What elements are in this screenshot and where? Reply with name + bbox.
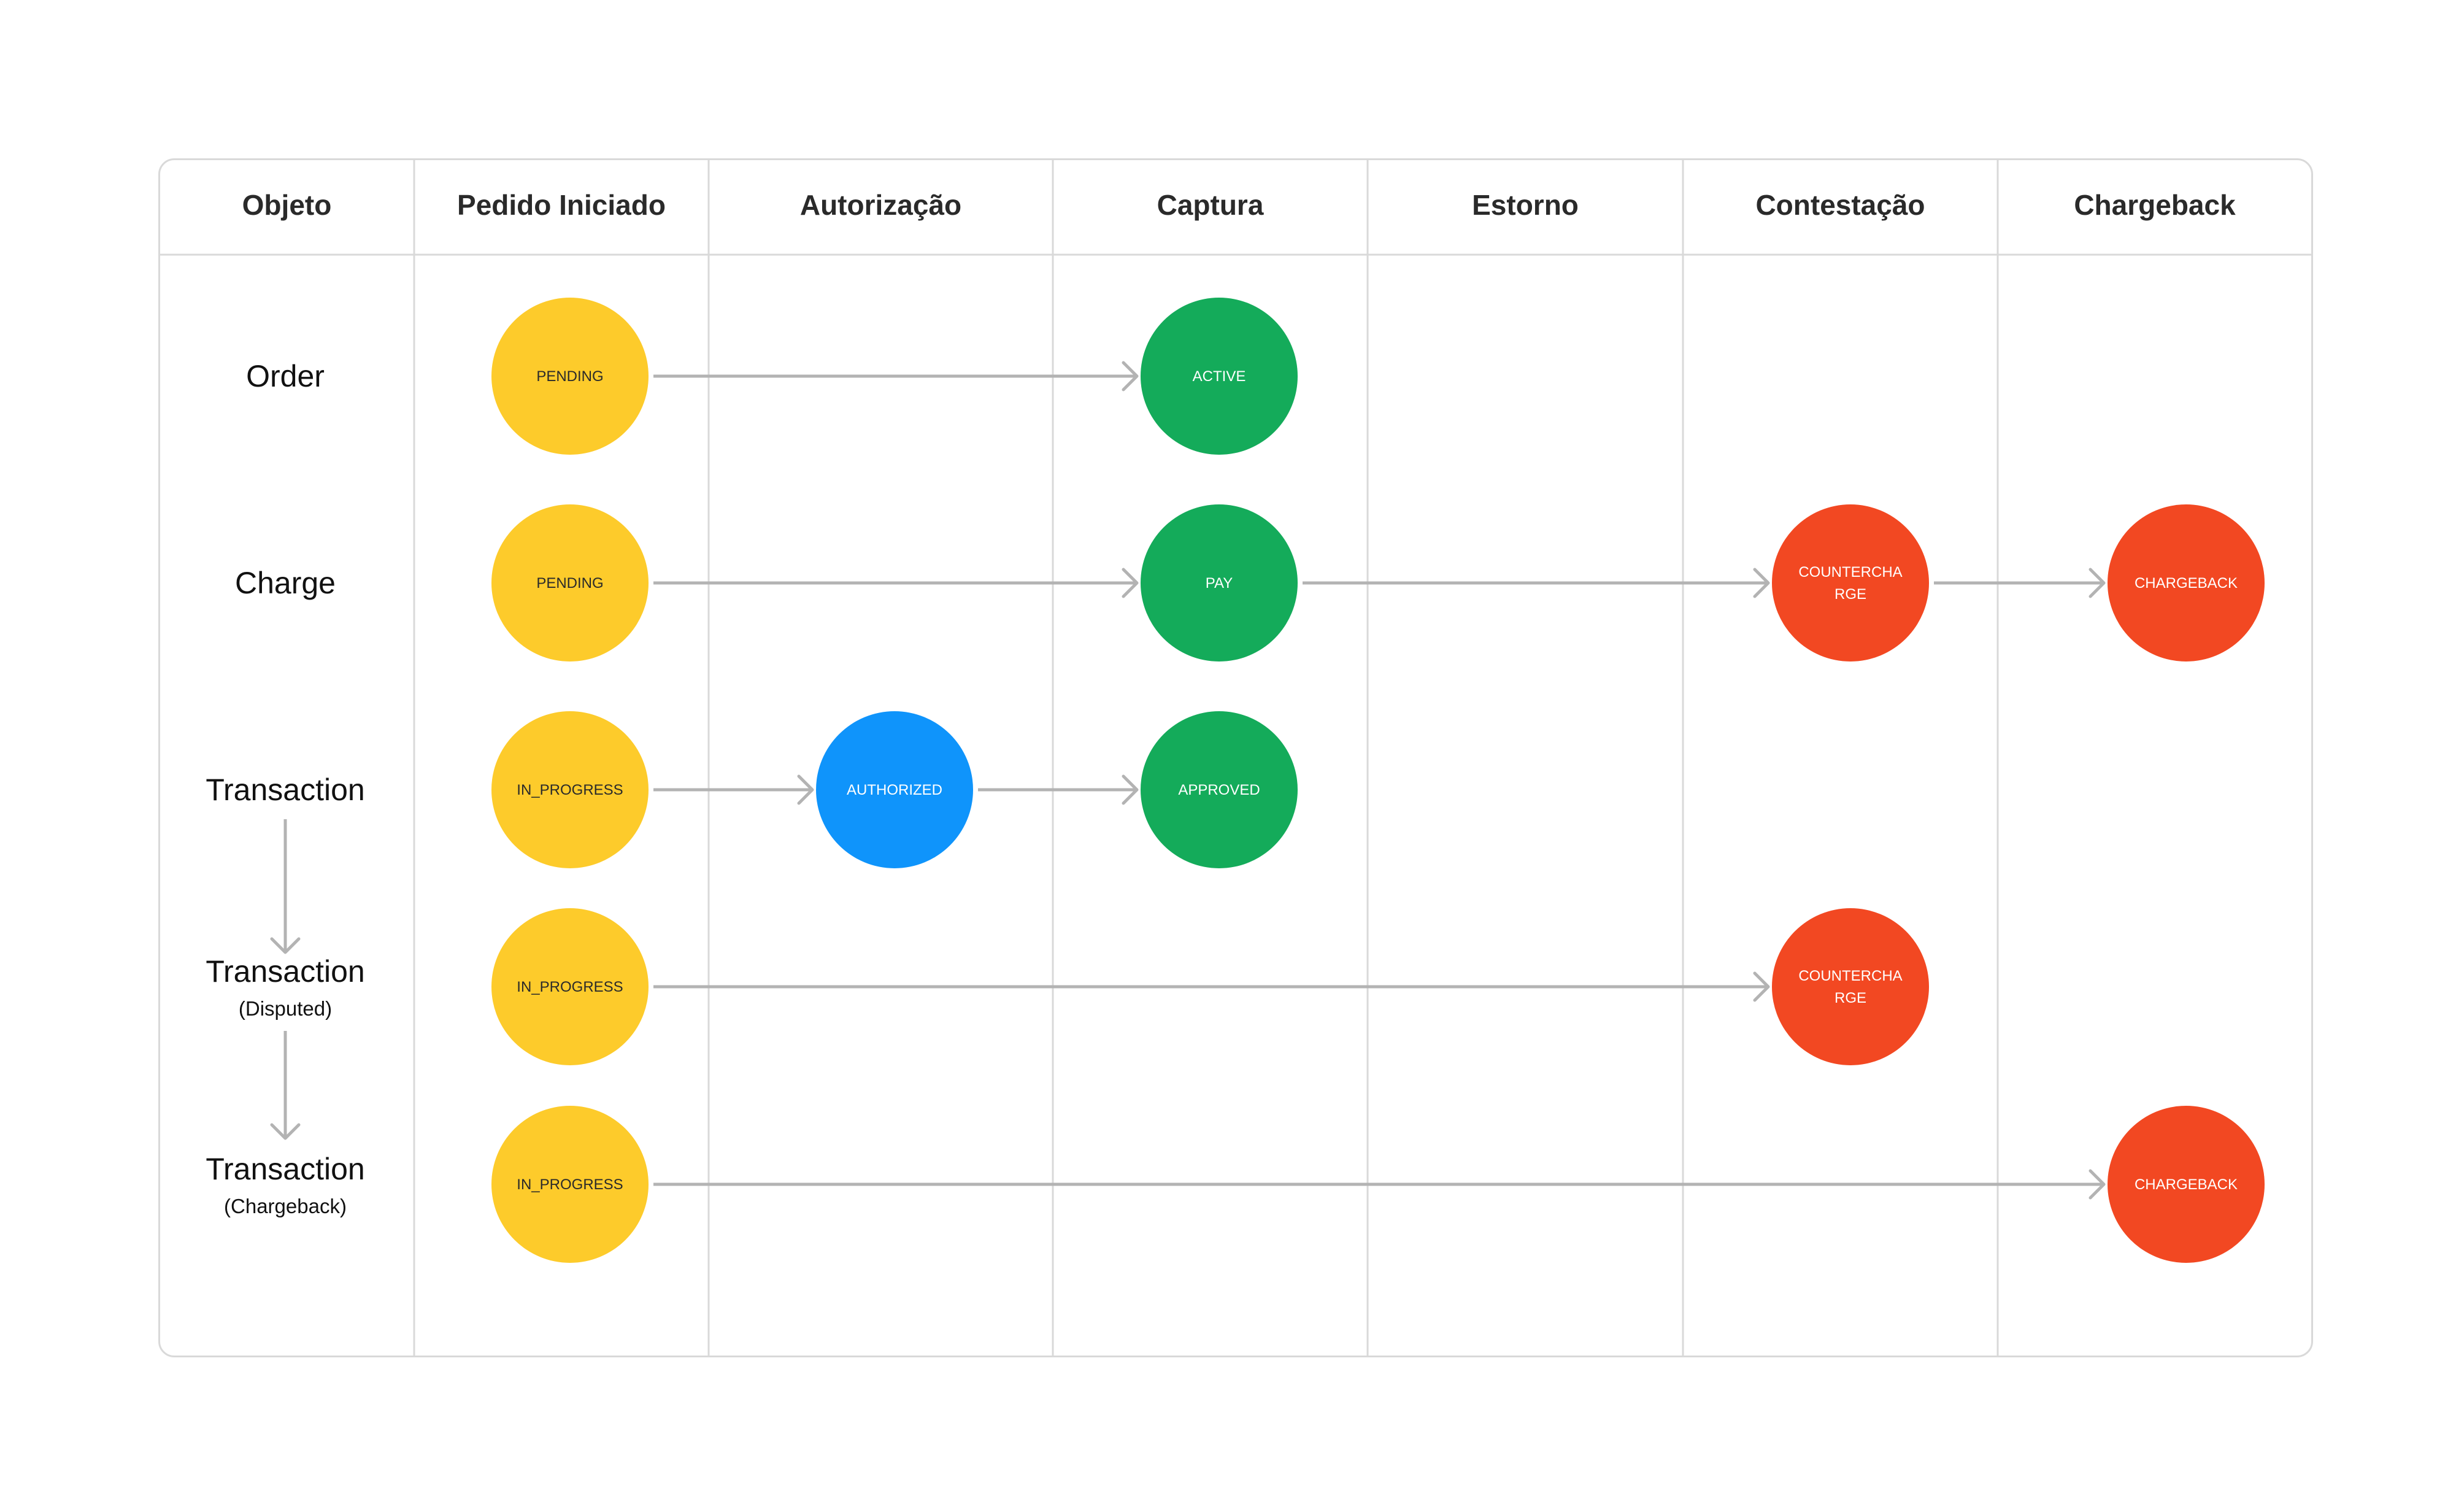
status-node-label: RGE: [1835, 990, 1866, 1006]
status-node-circle: [816, 711, 973, 868]
row-label: Transaction: [206, 954, 364, 989]
status-node-label: COUNTERCHA: [1798, 564, 1902, 580]
status-node-circle: [1141, 504, 1298, 662]
status-node: PAY: [1141, 504, 1298, 662]
row-label: Transaction: [206, 773, 364, 807]
status-node-label: IN_PROGRESS: [517, 782, 623, 798]
status-node-circle: [491, 298, 649, 455]
column-header: Objeto: [242, 189, 332, 221]
status-node-label: PENDING: [536, 368, 603, 385]
status-node-label: APPROVED: [1178, 782, 1260, 798]
arrow-head: [270, 937, 301, 954]
status-node-circle: [1772, 504, 1929, 662]
column-header: Captura: [1157, 189, 1264, 221]
arrow-head: [270, 1123, 301, 1140]
status-node: IN_PROGRESS: [491, 908, 649, 1065]
grid-lines: [160, 160, 2312, 1356]
arrow-head: [1753, 568, 1770, 598]
status-node-label: AUTHORIZED: [847, 782, 942, 798]
column-header: Chargeback: [2074, 189, 2236, 221]
transition-arrow: [653, 971, 1770, 1002]
arrow-head: [1753, 971, 1770, 1002]
transition-arrow: [1303, 568, 1770, 598]
status-node: IN_PROGRESS: [491, 1106, 649, 1263]
arrow-head: [1122, 361, 1139, 392]
diagram-frame: [158, 158, 2313, 1357]
arrow-head: [2089, 568, 2106, 598]
status-node-circle: [491, 1106, 649, 1263]
status-nodes: PENDING ACTIVE PENDING PAY COUNTERCHA RGE CHAR…: [491, 298, 2265, 1263]
column-headers: Objeto Pedido Iniciado Autorização Captura E…: [242, 189, 2236, 221]
status-node-label: CHARGEBACK: [2135, 575, 2238, 592]
status-node: IN_PROGRESS: [491, 711, 649, 868]
row-flow-arrow: [270, 819, 301, 954]
status-node-label: CHARGEBACK: [2135, 1176, 2238, 1193]
transition-arrow: [1934, 568, 2106, 598]
column-header: Pedido Iniciado: [457, 189, 666, 221]
transition-arrow: [653, 1169, 2106, 1200]
row-sublabel: (Disputed): [239, 997, 332, 1020]
transition-arrow: [653, 774, 814, 805]
arrow-head: [1122, 774, 1139, 805]
row-labels: OrderChargeTransactionTransaction(Disput…: [206, 359, 364, 1217]
row-flow-arrow: [270, 1031, 301, 1140]
row-label: Order: [246, 359, 325, 393]
status-node: PENDING: [491, 504, 649, 662]
status-node-label: PENDING: [536, 575, 603, 592]
transition-arrow: [653, 568, 1139, 598]
column-header: Autorização: [800, 189, 961, 221]
status-node: CHARGEBACK: [2108, 1106, 2265, 1263]
status-node-label: IN_PROGRESS: [517, 979, 623, 995]
status-node: ACTIVE: [1141, 298, 1298, 455]
status-node-circle: [491, 504, 649, 662]
row-label: Charge: [235, 566, 336, 600]
status-node-label: ACTIVE: [1193, 368, 1246, 385]
status-node: CHARGEBACK: [2108, 504, 2265, 662]
status-node-label: COUNTERCHA: [1798, 968, 1902, 984]
status-node-label: RGE: [1835, 586, 1866, 603]
arrow-head: [1122, 568, 1139, 598]
row-label: Transaction: [206, 1152, 364, 1186]
status-node: COUNTERCHA RGE: [1772, 504, 1929, 662]
status-node-circle: [491, 711, 649, 868]
status-node-circle: [491, 908, 649, 1065]
status-node-label: PAY: [1206, 575, 1233, 592]
arrow-head: [2089, 1169, 2106, 1200]
status-node-circle: [2108, 504, 2265, 662]
status-node: APPROVED: [1141, 711, 1298, 868]
status-node-circle: [1772, 908, 1929, 1065]
arrow-head: [797, 774, 814, 805]
transition-arrow: [978, 774, 1139, 805]
column-header: Contestação: [1755, 189, 1925, 221]
status-node-circle: [1141, 298, 1298, 455]
row-sublabel: (Chargeback): [224, 1195, 347, 1217]
status-node-circle: [1141, 711, 1298, 868]
status-node: PENDING: [491, 298, 649, 455]
status-node: COUNTERCHA RGE: [1772, 908, 1929, 1065]
status-node: AUTHORIZED: [816, 711, 973, 868]
row-flow-arrows: [270, 819, 301, 1140]
transition-arrows: [653, 361, 2106, 1200]
column-header: Estorno: [1472, 189, 1579, 221]
status-node-circle: [2108, 1106, 2265, 1263]
status-node-label: IN_PROGRESS: [517, 1176, 623, 1193]
transition-arrow: [653, 361, 1139, 392]
